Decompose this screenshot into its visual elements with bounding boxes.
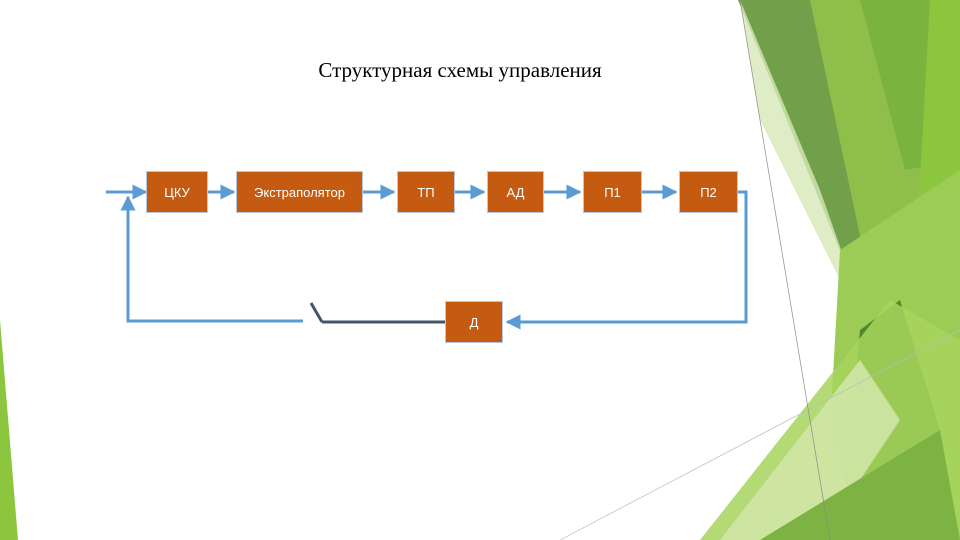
block-p2-label: П2: [700, 184, 717, 200]
block-extrapolator-label: Экстраполятор: [254, 184, 345, 200]
arrow-feedback-to-cku: [120, 195, 303, 323]
slide-title: Структурная схемы управления: [318, 58, 602, 82]
block-cku: ЦКУ: [146, 171, 208, 213]
bg-shape-left-strip: [0, 320, 18, 540]
feedback-switch-contact: [309, 302, 324, 323]
block-extrapolator: Экстраполятор: [236, 171, 363, 213]
block-d-label: Д: [469, 314, 479, 330]
bg-thin-line-2: [559, 329, 960, 540]
block-ad: АД: [487, 171, 544, 213]
connectors: [106, 184, 748, 330]
block-ad-label: АД: [506, 184, 525, 200]
arrow-p2-to-d: [505, 190, 748, 330]
block-d: Д: [445, 301, 503, 343]
block-p1: П1: [583, 171, 642, 213]
block-p2: П2: [679, 171, 738, 213]
bg-thin-line-1: [739, 0, 831, 540]
block-p1-label: П1: [604, 184, 621, 200]
block-tp-label: ТП: [417, 184, 435, 200]
block-cku-label: ЦКУ: [164, 184, 190, 200]
bg-shape-bottom-green: [760, 430, 960, 540]
block-tp: ТП: [397, 171, 455, 213]
bg-shape-lower-pale: [720, 360, 900, 540]
